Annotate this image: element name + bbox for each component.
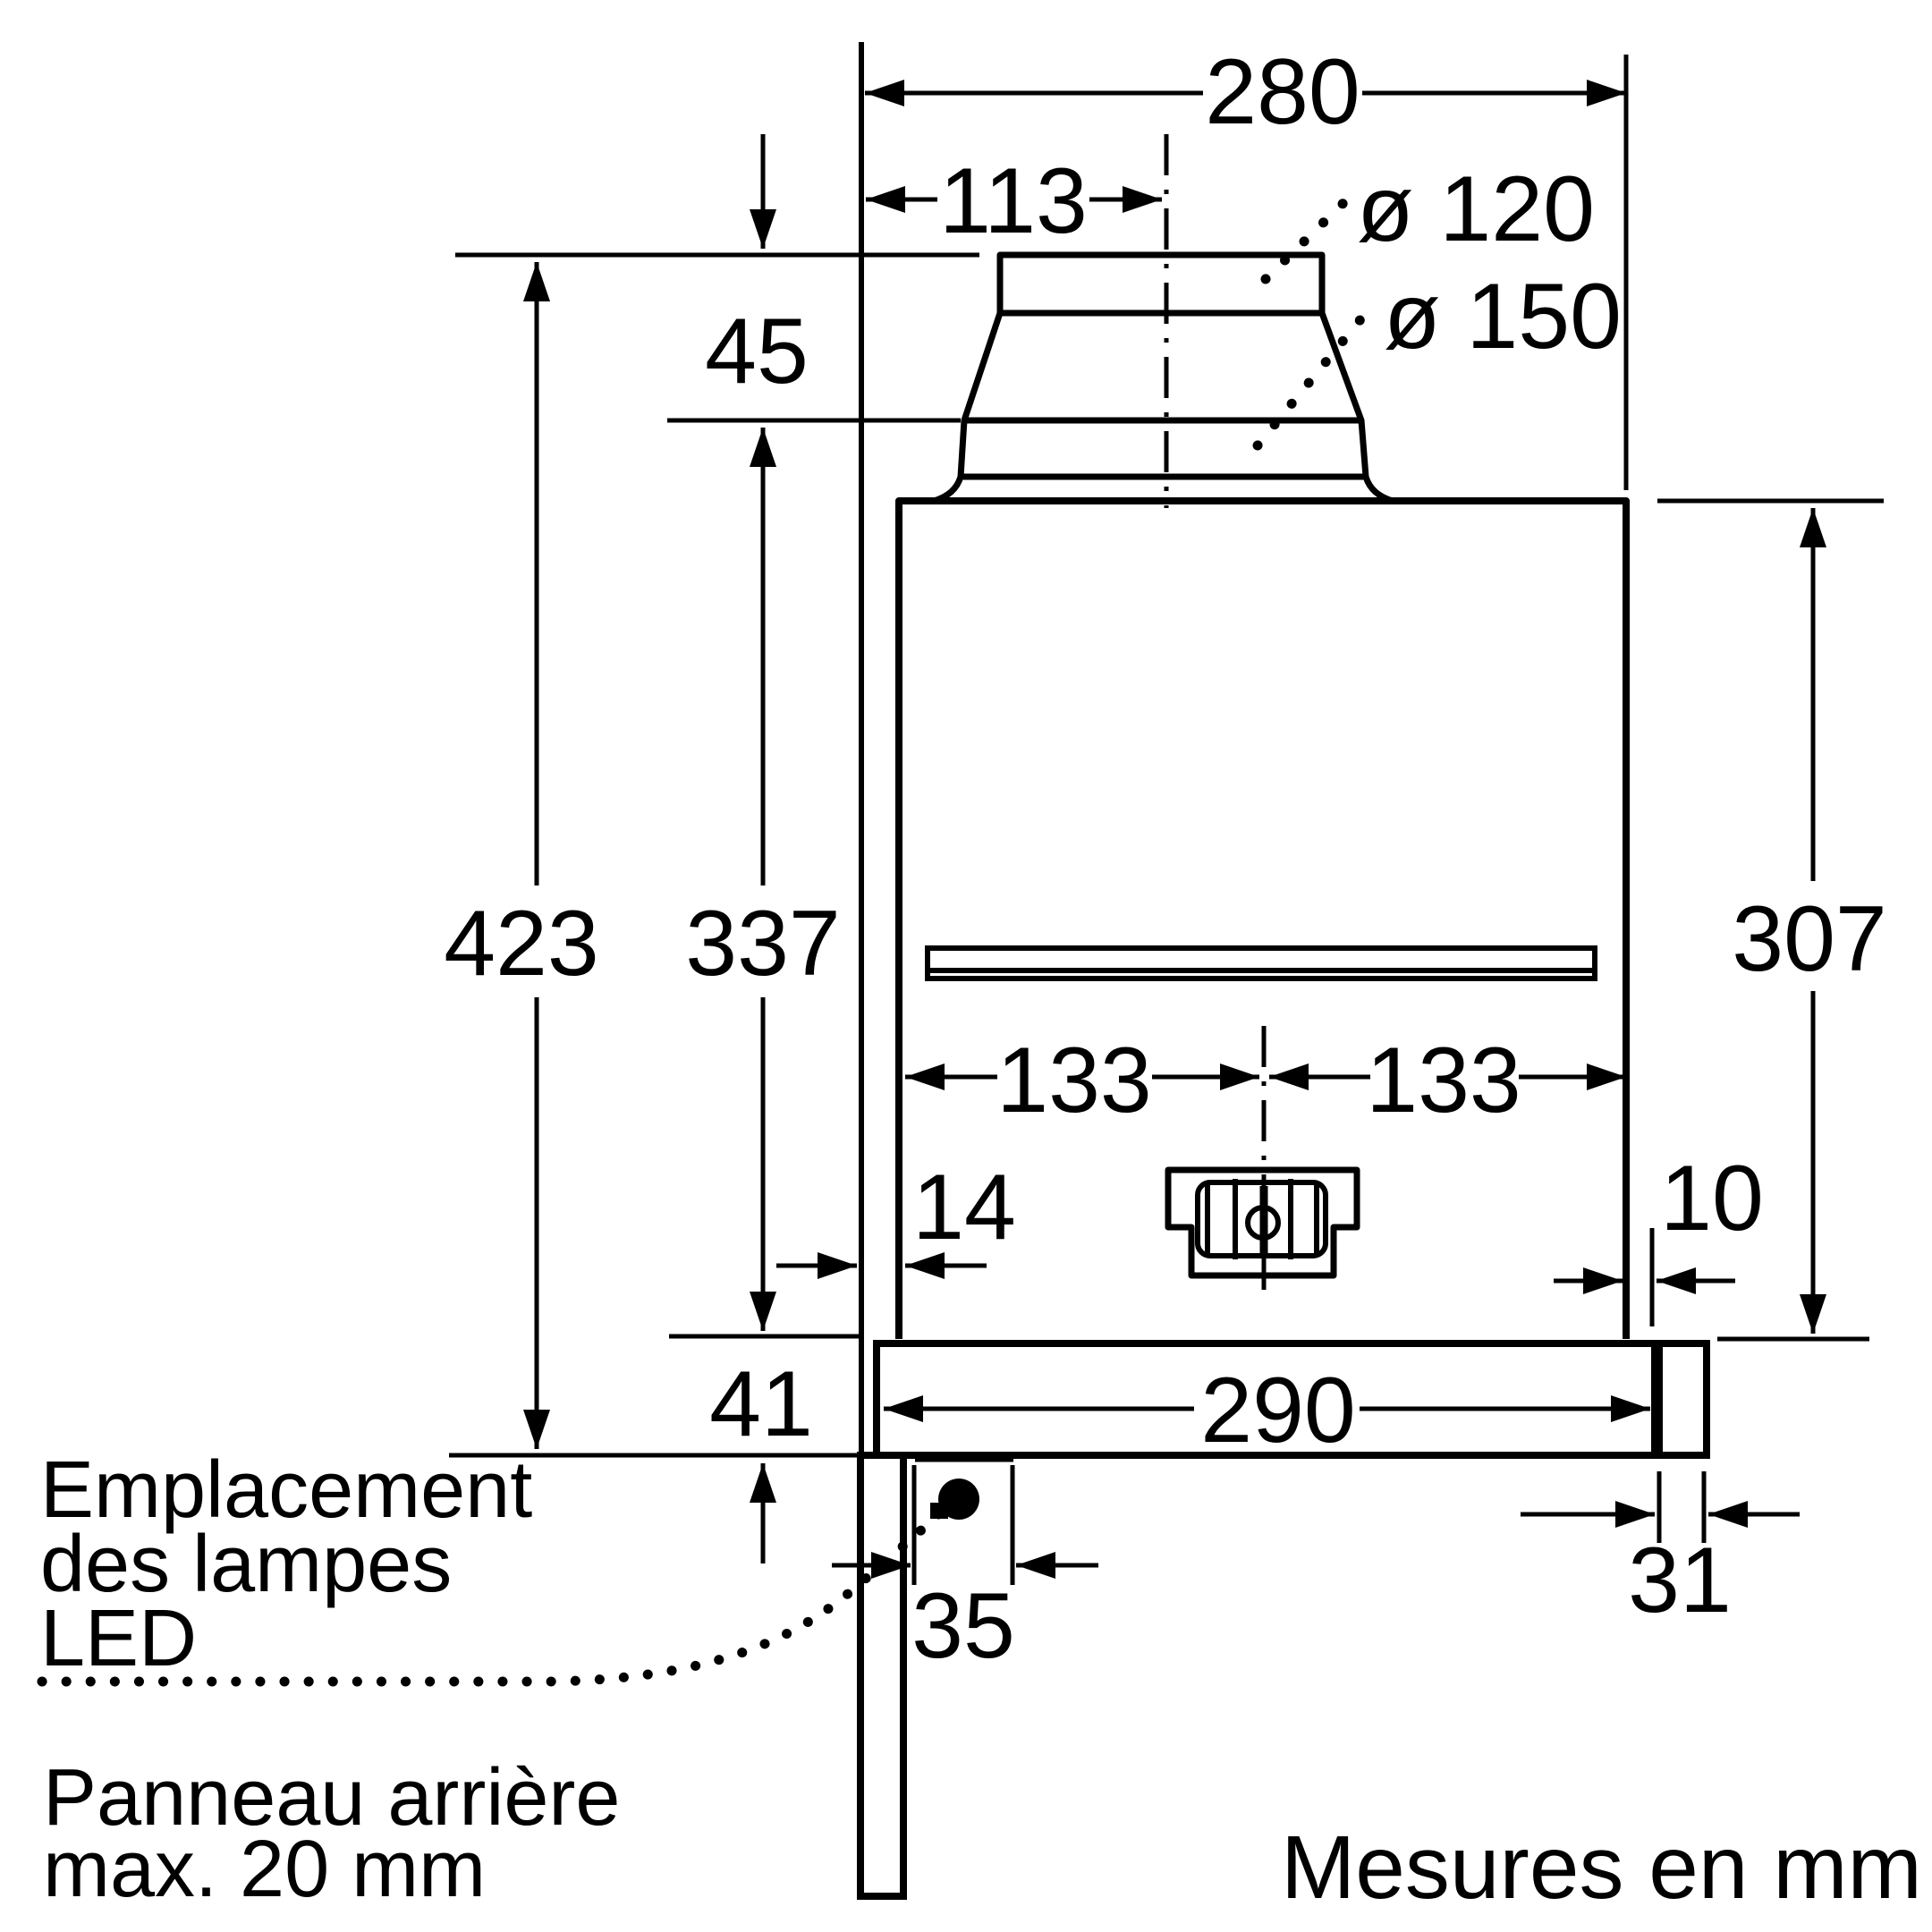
led-note-line1: Emplacement xyxy=(40,1445,532,1535)
led-lamp-dot xyxy=(938,1479,979,1520)
back-panel-strip xyxy=(857,1452,907,1900)
units-note: Mesures en mm xyxy=(1281,1818,1922,1918)
hood-body-outline xyxy=(895,497,1630,1339)
dim-35-label: 35 xyxy=(911,1574,1015,1678)
dim-423-label: 423 xyxy=(444,892,599,996)
duct-outline xyxy=(932,251,1394,504)
dim-14-label: 14 xyxy=(912,1156,1016,1259)
panel-note-line1: Panneau arrière xyxy=(43,1753,620,1843)
dim-45-label: 45 xyxy=(705,300,809,403)
dim-10-label: 10 xyxy=(1660,1147,1764,1250)
junction-box-outline xyxy=(1165,1166,1360,1279)
led-note-line3: LED xyxy=(40,1594,197,1683)
leader-dia150 xyxy=(1252,313,1367,451)
dim-dia150-label: ø 150 xyxy=(1384,265,1622,369)
dim-31-label: 31 xyxy=(1628,1529,1732,1632)
dim-290-label: 290 xyxy=(1200,1359,1356,1462)
visor-end-cap xyxy=(1656,1340,1710,1459)
dim-307-label: 307 xyxy=(1732,887,1887,991)
filter-slot xyxy=(925,945,1597,981)
dim-133L-label: 133 xyxy=(996,1029,1152,1132)
dim-133R-label: 133 xyxy=(1366,1029,1521,1132)
junction-box-drum xyxy=(1195,1180,1328,1258)
visor-panel xyxy=(873,1340,1658,1459)
dim-dia120-label: ø 120 xyxy=(1357,157,1595,261)
panel-note-line2: max. 20 mm xyxy=(43,1825,486,1914)
dim-280-label: 280 xyxy=(1205,40,1360,144)
dim-41-label: 41 xyxy=(709,1352,813,1456)
dim-113-label: 113 xyxy=(939,149,1088,253)
leader-dia120 xyxy=(1260,193,1353,284)
led-note-line2: des lampes xyxy=(40,1520,452,1609)
dim-337-label: 337 xyxy=(685,892,841,996)
